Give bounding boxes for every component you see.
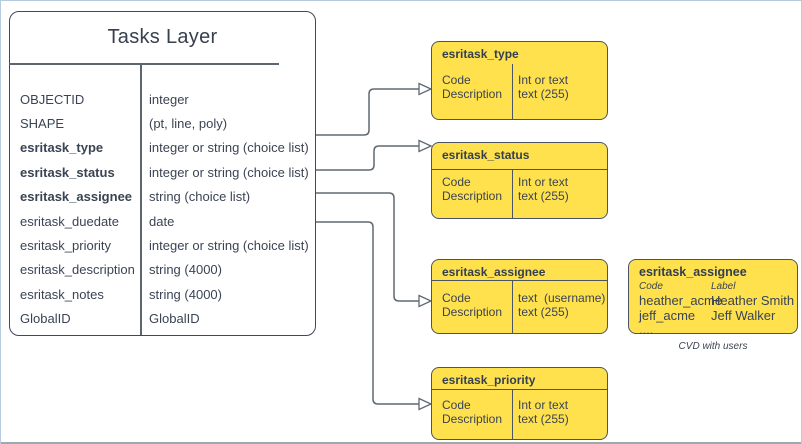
title-divider bbox=[9, 63, 279, 65]
tasks-layer-table: Tasks Layer OBJECTID integer SHAPE (pt, … bbox=[9, 11, 316, 336]
header-divider bbox=[431, 169, 608, 171]
domain-type-cell: text (username)text (255) bbox=[512, 281, 607, 333]
cvd-label-cell: Heather Smith bbox=[711, 293, 795, 308]
cvd-caption: CVD with users bbox=[678, 341, 748, 352]
field-type-cell: (pt, line, poly) bbox=[149, 116, 228, 132]
field-name-cell: esritask_type bbox=[20, 140, 104, 156]
field-name-cell: esritask_status bbox=[20, 164, 115, 180]
table-row: SHAPE (pt, line, poly) bbox=[10, 111, 315, 135]
connector-esritask-assignee bbox=[315, 192, 419, 302]
table-row: esritask_description string (4000) bbox=[10, 258, 315, 282]
table-row: esritask_assignee string (choice list) bbox=[10, 185, 315, 209]
field-type-cell: integer or string (choice list) bbox=[149, 164, 309, 180]
cvd-label-cell: Jeff Walker bbox=[711, 307, 776, 323]
table-row: esritask_notes string (4000) bbox=[10, 282, 315, 306]
header-divider bbox=[431, 280, 608, 282]
table-row: esritask_type integer or string (choice … bbox=[10, 136, 315, 160]
field-type-cell: string (4000) bbox=[149, 286, 222, 302]
field-type-cell: string (4000) bbox=[149, 262, 222, 278]
cvd-code-cell: .... bbox=[639, 322, 654, 337]
arrowhead-icon bbox=[418, 397, 433, 411]
table-row: esritask_priority integer or string (cho… bbox=[10, 233, 315, 257]
table-row: OBJECTID integer bbox=[10, 87, 315, 111]
field-type-cell: integer or string (choice list) bbox=[149, 140, 309, 156]
domain-box-title: esritask_assignee bbox=[442, 265, 546, 279]
cvd-code-cell: heather_acme bbox=[639, 293, 723, 308]
arrowhead-icon bbox=[418, 82, 433, 96]
cvd-col-header-label: Label bbox=[711, 280, 736, 292]
table-row: esritask_duedate date bbox=[10, 209, 315, 233]
table-row: esritask_status integer or string (choic… bbox=[10, 160, 315, 184]
field-name-cell: OBJECTID bbox=[20, 91, 85, 107]
cvd-label-cell bbox=[711, 323, 797, 338]
arrowhead-icon bbox=[418, 294, 433, 308]
cvd-box: esritask_assignee Code Label heather_acm… bbox=[628, 259, 798, 337]
header-divider bbox=[431, 389, 608, 391]
connector-esritask-status bbox=[315, 145, 419, 171]
field-name-cell: esritask_assignee bbox=[20, 189, 133, 205]
field-type-cell: date bbox=[149, 213, 175, 229]
field-type-cell: string (choice list) bbox=[149, 189, 251, 205]
domain-box-title: esritask_type bbox=[442, 47, 519, 61]
cvd-table: Code Label heather_acme Heather Smith je… bbox=[639, 280, 797, 338]
domain-box-title: esritask_priority bbox=[442, 373, 536, 387]
field-type-cell: integer bbox=[149, 91, 189, 107]
field-rows: OBJECTID integer SHAPE (pt, line, poly) … bbox=[10, 87, 315, 331]
cvd-code-cell: jeff_acme bbox=[639, 307, 696, 323]
field-type-cell: integer or string (choice list) bbox=[149, 238, 309, 254]
field-name-cell: esritask_notes bbox=[20, 286, 104, 302]
cvd-title: esritask_assignee bbox=[639, 265, 747, 279]
field-name-cell: esritask_duedate bbox=[20, 213, 120, 229]
field-name-cell: SHAPE bbox=[20, 116, 65, 132]
cvd-col-header-code: Code bbox=[639, 280, 663, 292]
arrowhead-icon bbox=[418, 139, 433, 153]
field-type-cell: GlobalID bbox=[149, 311, 200, 327]
table-row: GlobalID GlobalID bbox=[10, 307, 315, 331]
connector-esritask-type bbox=[315, 88, 419, 136]
field-name-cell: GlobalID bbox=[20, 311, 71, 327]
tasks-layer-title: Tasks Layer bbox=[107, 26, 218, 48]
bottom-border-line bbox=[1, 442, 801, 444]
column-divider bbox=[140, 63, 142, 335]
domain-box-title: esritask_status bbox=[442, 148, 530, 162]
connector-esritask-priority bbox=[315, 221, 419, 405]
field-name-cell: esritask_priority bbox=[20, 238, 112, 254]
field-name-cell: esritask_description bbox=[20, 262, 135, 278]
